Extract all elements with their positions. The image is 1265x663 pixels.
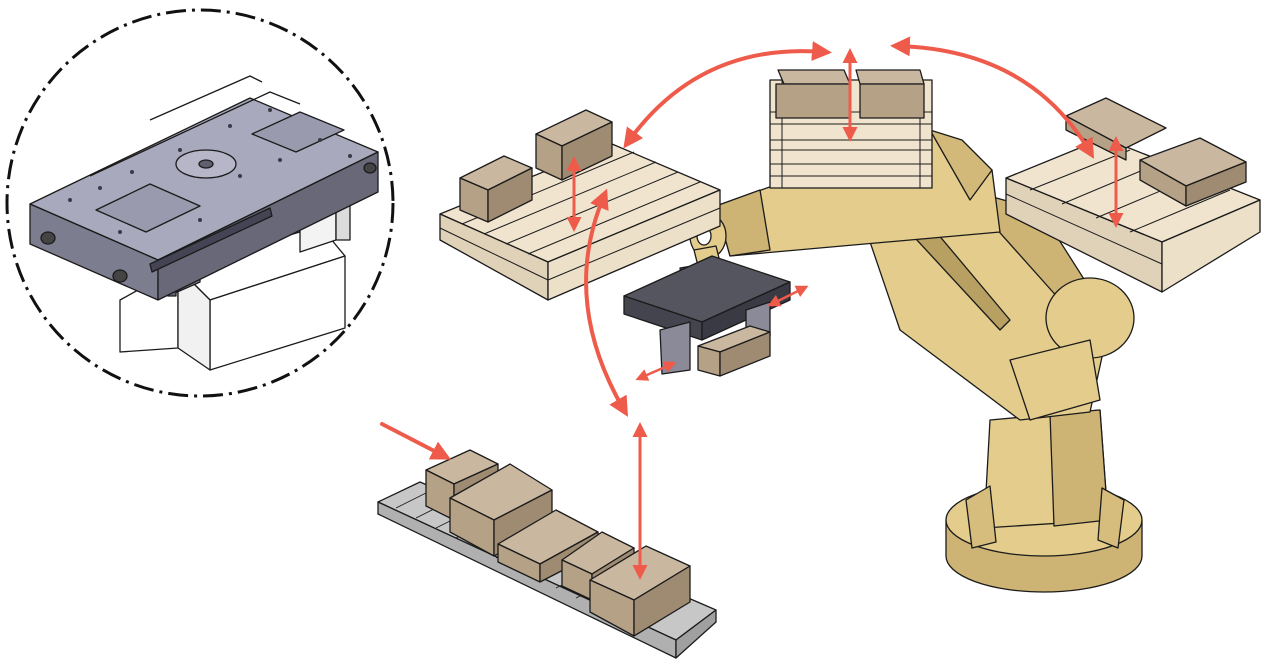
motion-arrows [380,36,1124,580]
detail-holes [68,108,352,234]
arc-arrow-top-to-right [890,36,1095,159]
conveyor [377,449,717,659]
arc-arrow-left-to-conveyor [584,188,629,417]
gripper-held-box [697,325,771,377]
pallet-left-boxes [459,109,613,223]
arc-arrow-top-to-left [623,41,832,149]
gripper [623,255,791,377]
robot [689,129,1143,593]
detail-gripper-plate [29,75,379,301]
gripper-jaw-arrow-right [767,285,809,307]
detail-callout [5,8,395,398]
infeed-arrow [380,422,452,460]
gripper-jaw-arrow-left [635,361,677,381]
robot-base [945,409,1143,593]
